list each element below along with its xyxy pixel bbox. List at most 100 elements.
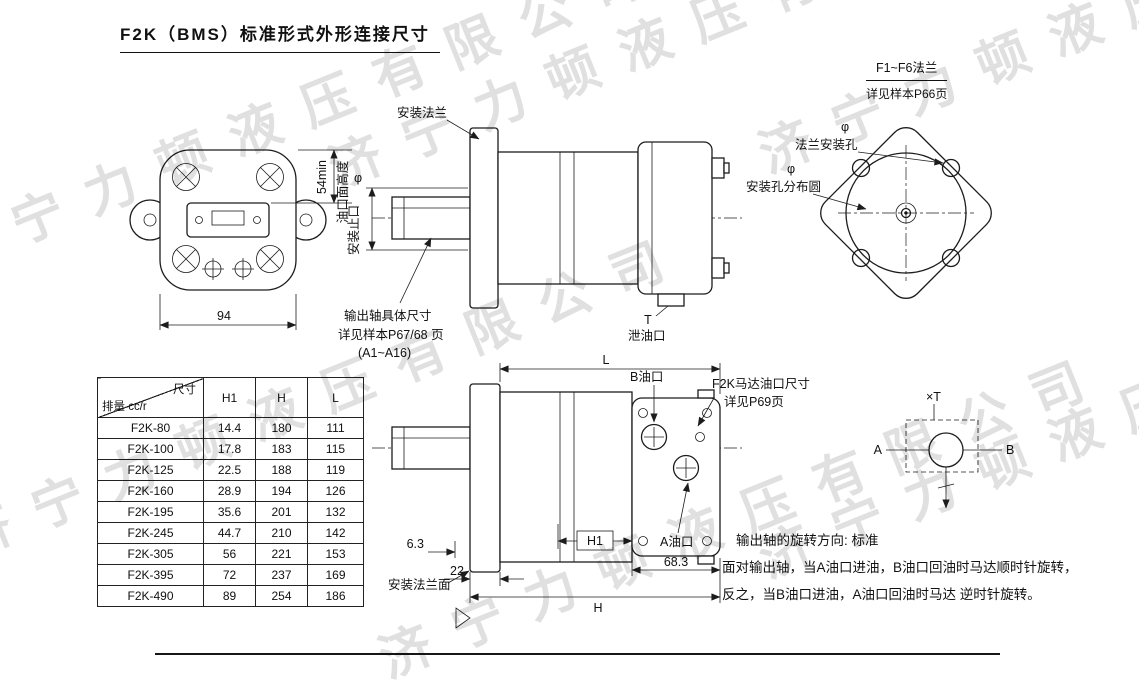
port-note-line2: 详见P69页 [724, 394, 784, 409]
notes-line3: 反之，当B油口进油，A油口回油时马达 逆时针旋转。 [722, 587, 1041, 602]
cell-h: 194 [255, 480, 308, 502]
dim-54min [271, 149, 352, 204]
table-row: F2K-195 35.6 201 132 [97, 501, 364, 523]
bottom-rule [155, 653, 1000, 655]
table-row: F2K-395 72 237 169 [97, 564, 364, 586]
dim-683-label: 68.3 [664, 555, 688, 569]
cell-h1: 56 [203, 543, 256, 565]
col-header-l: L [307, 377, 364, 418]
table-row: F2K-160 28.9 194 126 [97, 480, 364, 502]
drain-t-label: T [644, 313, 652, 327]
cell-h1: 22.5 [203, 459, 256, 481]
cell-h: 254 [255, 585, 308, 607]
cell-l: 132 [307, 501, 364, 523]
bolt-circle-phi-label: φ [787, 162, 795, 176]
corner-label-size: 尺寸 [173, 384, 196, 396]
dim-22-label: 22 [450, 564, 464, 578]
front-view: 94 54min 油口面高度 [129, 149, 352, 330]
page-title: F2K（BMS）标准形式外形连接尺寸 [120, 20, 440, 53]
table-row: F2K-80 14.4 180 111 [97, 417, 364, 439]
dim-94 [159, 294, 297, 330]
dim-L [499, 363, 721, 394]
flange-ref-title: F1~F6法兰 [866, 57, 948, 81]
bolt-holes-x [172, 163, 284, 273]
datum-flag-icon [455, 607, 471, 629]
mount-face-label: 安装法兰面 [388, 577, 451, 592]
notes-line1: 输出轴的旋转方向: 标准 [736, 533, 879, 548]
front-width-dim-label: 94 [217, 309, 231, 323]
symbol-a-label: A [874, 443, 883, 457]
table-row: F2K-305 56 221 153 [97, 543, 364, 565]
cell-l: 119 [307, 459, 364, 481]
dim-l-label: L [603, 353, 610, 367]
flange-reference-note: F1~F6法兰 详见样本P66页 [866, 57, 948, 102]
shaft-note-line2: 详见样本P67/68 页 [338, 327, 444, 342]
cell-model: F2K-305 [97, 543, 204, 565]
table-row: F2K-100 17.8 183 115 [97, 438, 364, 460]
cell-model: F2K-245 [97, 522, 204, 544]
cell-h: 180 [255, 417, 308, 439]
mount-flange-label: 安装法兰 [397, 105, 447, 120]
cell-model: F2K-490 [97, 585, 204, 607]
bolt-circle-label: 安装孔分布圆 [746, 179, 821, 194]
cell-l: 126 [307, 480, 364, 502]
dimension-table: 尺寸 排量 cc/r H1 H L F2K-80 14.4 180 111 F2… [97, 377, 364, 607]
cell-l: 111 [307, 417, 364, 439]
rear-view: φ 法兰安装孔 φ 安装孔分布圆 [746, 120, 992, 299]
cell-h1: 89 [203, 585, 256, 607]
cell-h: 237 [255, 564, 308, 586]
pilot-label: 安装止口 [346, 205, 361, 255]
cell-model: F2K-195 [97, 501, 204, 523]
corner-label-displacement: 排量 cc/r [102, 401, 147, 413]
cell-model: F2K-125 [97, 459, 204, 481]
port-note-line1: F2K马达油口尺寸 [712, 377, 810, 391]
shaft-note-line3: (A1~A16) [358, 346, 411, 360]
cell-h: 183 [255, 438, 308, 460]
cell-h: 210 [255, 522, 308, 544]
rotation-notes: 输出轴的旋转方向: 标准 面对输出轴，当A油口进油，B油口回油时马达顺时针旋转，… [722, 527, 1078, 608]
notes-line2: 面对输出轴，当A油口进油，B油口回油时马达顺时针旋转， [722, 560, 1078, 575]
table-corner-cell: 尺寸 排量 cc/r [97, 377, 204, 418]
dim-63-label: 6.3 [407, 537, 424, 551]
cell-h1: 44.7 [203, 522, 256, 544]
cell-model: F2K-395 [97, 564, 204, 586]
pilot-holes-cross [202, 258, 254, 280]
hydraulic-symbol: ×T A B [874, 390, 1014, 509]
cell-h1: 17.8 [203, 438, 256, 460]
dim-pilot [366, 187, 468, 251]
pilot-phi-label: φ [354, 171, 362, 185]
cell-h1: 35.6 [203, 501, 256, 523]
port-face-height-dim-label: 54min [315, 160, 329, 194]
shaft-note-line1: 输出轴具体尺寸 [344, 308, 432, 323]
side-view-top: 安装法兰 φ 安装止口 输出轴具体尺寸 详见样本P67/68 页 (A1~A16… [338, 105, 742, 360]
cell-h1: 28.9 [203, 480, 256, 502]
flange-hole-phi-label: φ [841, 120, 849, 134]
cell-model: F2K-100 [97, 438, 204, 460]
cell-h1: 72 [203, 564, 256, 586]
cell-l: 153 [307, 543, 364, 565]
flange-hole-label: 法兰安装孔 [795, 137, 858, 152]
cell-l: 169 [307, 564, 364, 586]
cell-h: 221 [255, 543, 308, 565]
col-header-h1: H1 [203, 377, 256, 418]
cell-model: F2K-80 [97, 417, 204, 439]
symbol-t-label: ×T [926, 390, 941, 404]
dim-683 [631, 558, 721, 576]
cell-h1: 14.4 [203, 417, 256, 439]
drain-label: 泄油口 [628, 329, 666, 343]
symbol-b-label: B [1006, 443, 1014, 457]
side-view-bottom: L B油口 F2K马达油口尺寸 详见P69页 H1 A油口 68.3 [372, 353, 810, 629]
table-header-row: 尺寸 排量 cc/r H1 H L [97, 377, 364, 418]
table-row: F2K-125 22.5 188 119 [97, 459, 364, 481]
cell-l: 115 [307, 438, 364, 460]
flange-ref-subtitle: 详见样本P66页 [866, 87, 948, 101]
dim-H [469, 572, 721, 603]
dim-h1-label: H1 [587, 534, 603, 548]
table-row: F2K-490 89 254 186 [97, 585, 364, 607]
port-b-label: B油口 [630, 370, 663, 384]
port-face-height-text: 油口面高度 [335, 160, 350, 223]
dim-h-label: H [593, 601, 602, 615]
cell-h: 188 [255, 459, 308, 481]
cell-model: F2K-160 [97, 480, 204, 502]
